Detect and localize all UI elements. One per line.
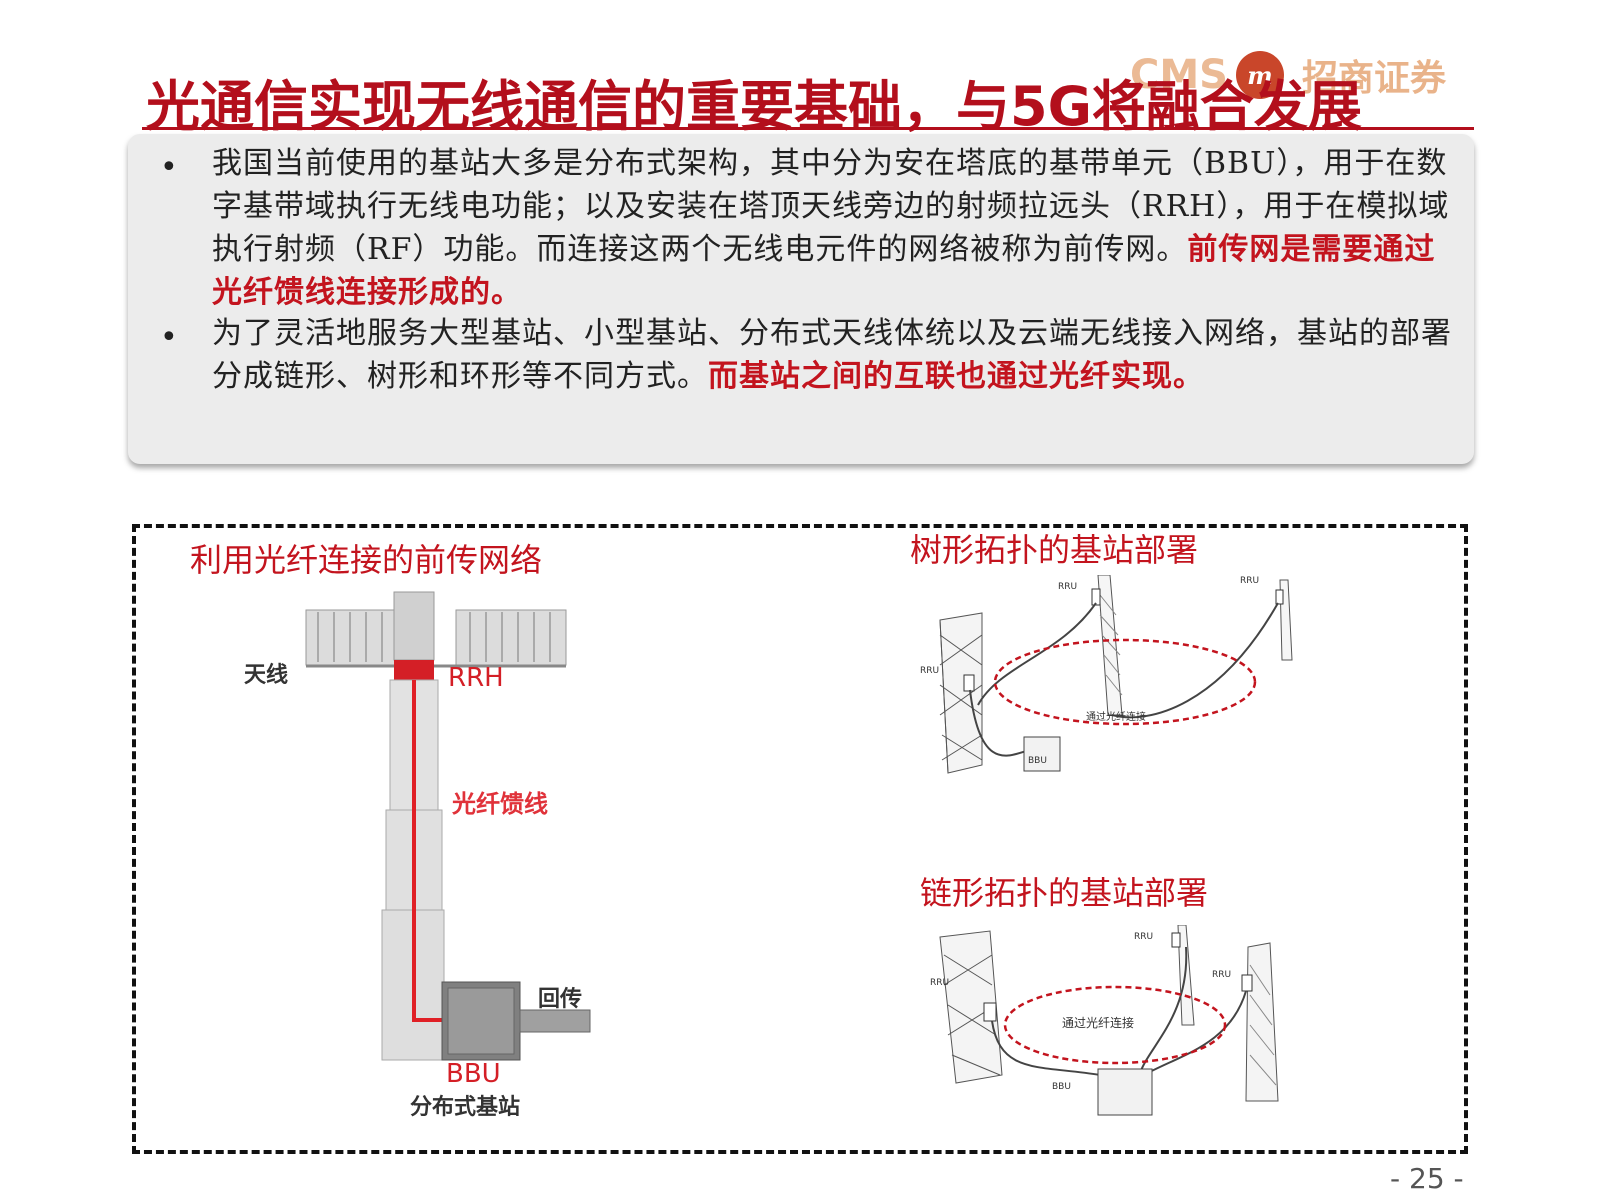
paragraph-2: 为了灵活地服务大型基站、小型基站、分布式天线体统以及云端无线接入网络，基站的部署…	[212, 312, 1452, 398]
bbu-label: BBU	[1028, 756, 1047, 766]
lattice-tower-icon	[1245, 942, 1279, 1102]
pole-top	[393, 591, 435, 661]
figure-frame	[132, 524, 1468, 1154]
lattice-tower-icon	[939, 930, 1003, 1084]
rru-label-1: RRU	[920, 666, 939, 676]
fiber-connection-label: 通过光纤连接	[1062, 1015, 1134, 1030]
rru-unit	[1171, 932, 1181, 948]
fiber-zone-ellipse	[1003, 985, 1227, 1065]
antenna-array-icon	[305, 609, 567, 668]
rru-label-3: RRU	[1240, 576, 1259, 586]
label-fiber-feeder: 光纤馈线	[451, 790, 548, 818]
bbu-box	[1023, 736, 1061, 772]
rru-label-1: RRU	[930, 978, 949, 988]
company-logo: CMS m 招商证券	[1130, 45, 1446, 105]
chain-figure-title: 链形拓扑的基站部署	[920, 874, 1209, 912]
label-rrh: RRH	[448, 663, 504, 693]
logo-text-cn: 招商证券	[1301, 57, 1446, 99]
rru-unit	[1241, 974, 1253, 992]
page-number: - 25 -	[1390, 1162, 1464, 1195]
summary-box	[128, 134, 1474, 464]
chain-topology-diagram: BBU RRU RRU RRU 通过光纤连接	[930, 925, 1279, 1116]
fiber-cable	[991, 1020, 1101, 1076]
fiber-cable	[977, 602, 1097, 706]
logo-mark-icon: m	[1235, 51, 1284, 99]
label-antenna: 天线	[244, 662, 288, 688]
left-figure-title: 利用光纤连接的前传网络	[190, 541, 543, 579]
bbu-box	[1097, 1068, 1153, 1116]
title-underline	[142, 127, 1474, 130]
fiber-cable	[1139, 946, 1188, 1074]
fiber-connection-label: 通过光纤连接	[1086, 710, 1146, 723]
bullet-icon: •	[160, 320, 178, 355]
paragraph-2-text: 为了灵活地服务大型基站、小型基站、分布式天线体统以及云端无线接入网络，基站的部署…	[212, 316, 1452, 394]
rrh-unit	[394, 660, 434, 680]
fiber-cable	[969, 689, 1031, 757]
tree-figure-title: 树形拓扑的基站部署	[910, 531, 1199, 569]
paragraph-2-highlight: 而基站之间的互联也通过光纤实现。	[708, 359, 1204, 394]
label-bbu: BBU	[446, 1059, 501, 1089]
fiber-cable	[1143, 990, 1247, 1076]
mast-tower-icon	[1097, 575, 1123, 716]
backhaul-pipe	[519, 1009, 591, 1033]
lattice-tower-icon	[939, 612, 983, 774]
rru-label-2: RRU	[1134, 932, 1153, 942]
fiber-cable	[1111, 602, 1279, 719]
base-station-diagram: 天线 RRH 光纤馈线 回传 BBU 分布式基站	[244, 591, 591, 1120]
bbu-label: BBU	[1052, 1082, 1071, 1092]
logo-text-en: CMS	[1130, 52, 1228, 98]
tree-topology-diagram: BBU RRU RRU RRU 通过光纤连接	[920, 575, 1293, 774]
rru-unit	[963, 674, 975, 692]
rru-label-2: RRU	[1058, 582, 1077, 592]
label-distributed-station: 分布式基站	[410, 1094, 520, 1120]
label-backhaul: 回传	[538, 987, 582, 1012]
paragraph-1: 我国当前使用的基站大多是分布式架构，其中分为安在塔底的基带单元（BBU），用于在…	[212, 142, 1452, 314]
rru-unit	[983, 1002, 997, 1022]
rru-label-3: RRU	[1212, 970, 1231, 980]
fiber-zone-ellipse	[993, 638, 1257, 726]
paragraph-1-text: 我国当前使用的基站大多是分布式架构，其中分为安在塔底的基带单元（BBU），用于在…	[212, 146, 1450, 267]
paragraph-1-highlight: 前传网是需要通过光纤馈线连接形成的。	[212, 232, 1436, 310]
rru-unit	[1275, 589, 1284, 605]
bullet-icon: •	[160, 150, 178, 185]
rru-unit	[1091, 588, 1101, 606]
